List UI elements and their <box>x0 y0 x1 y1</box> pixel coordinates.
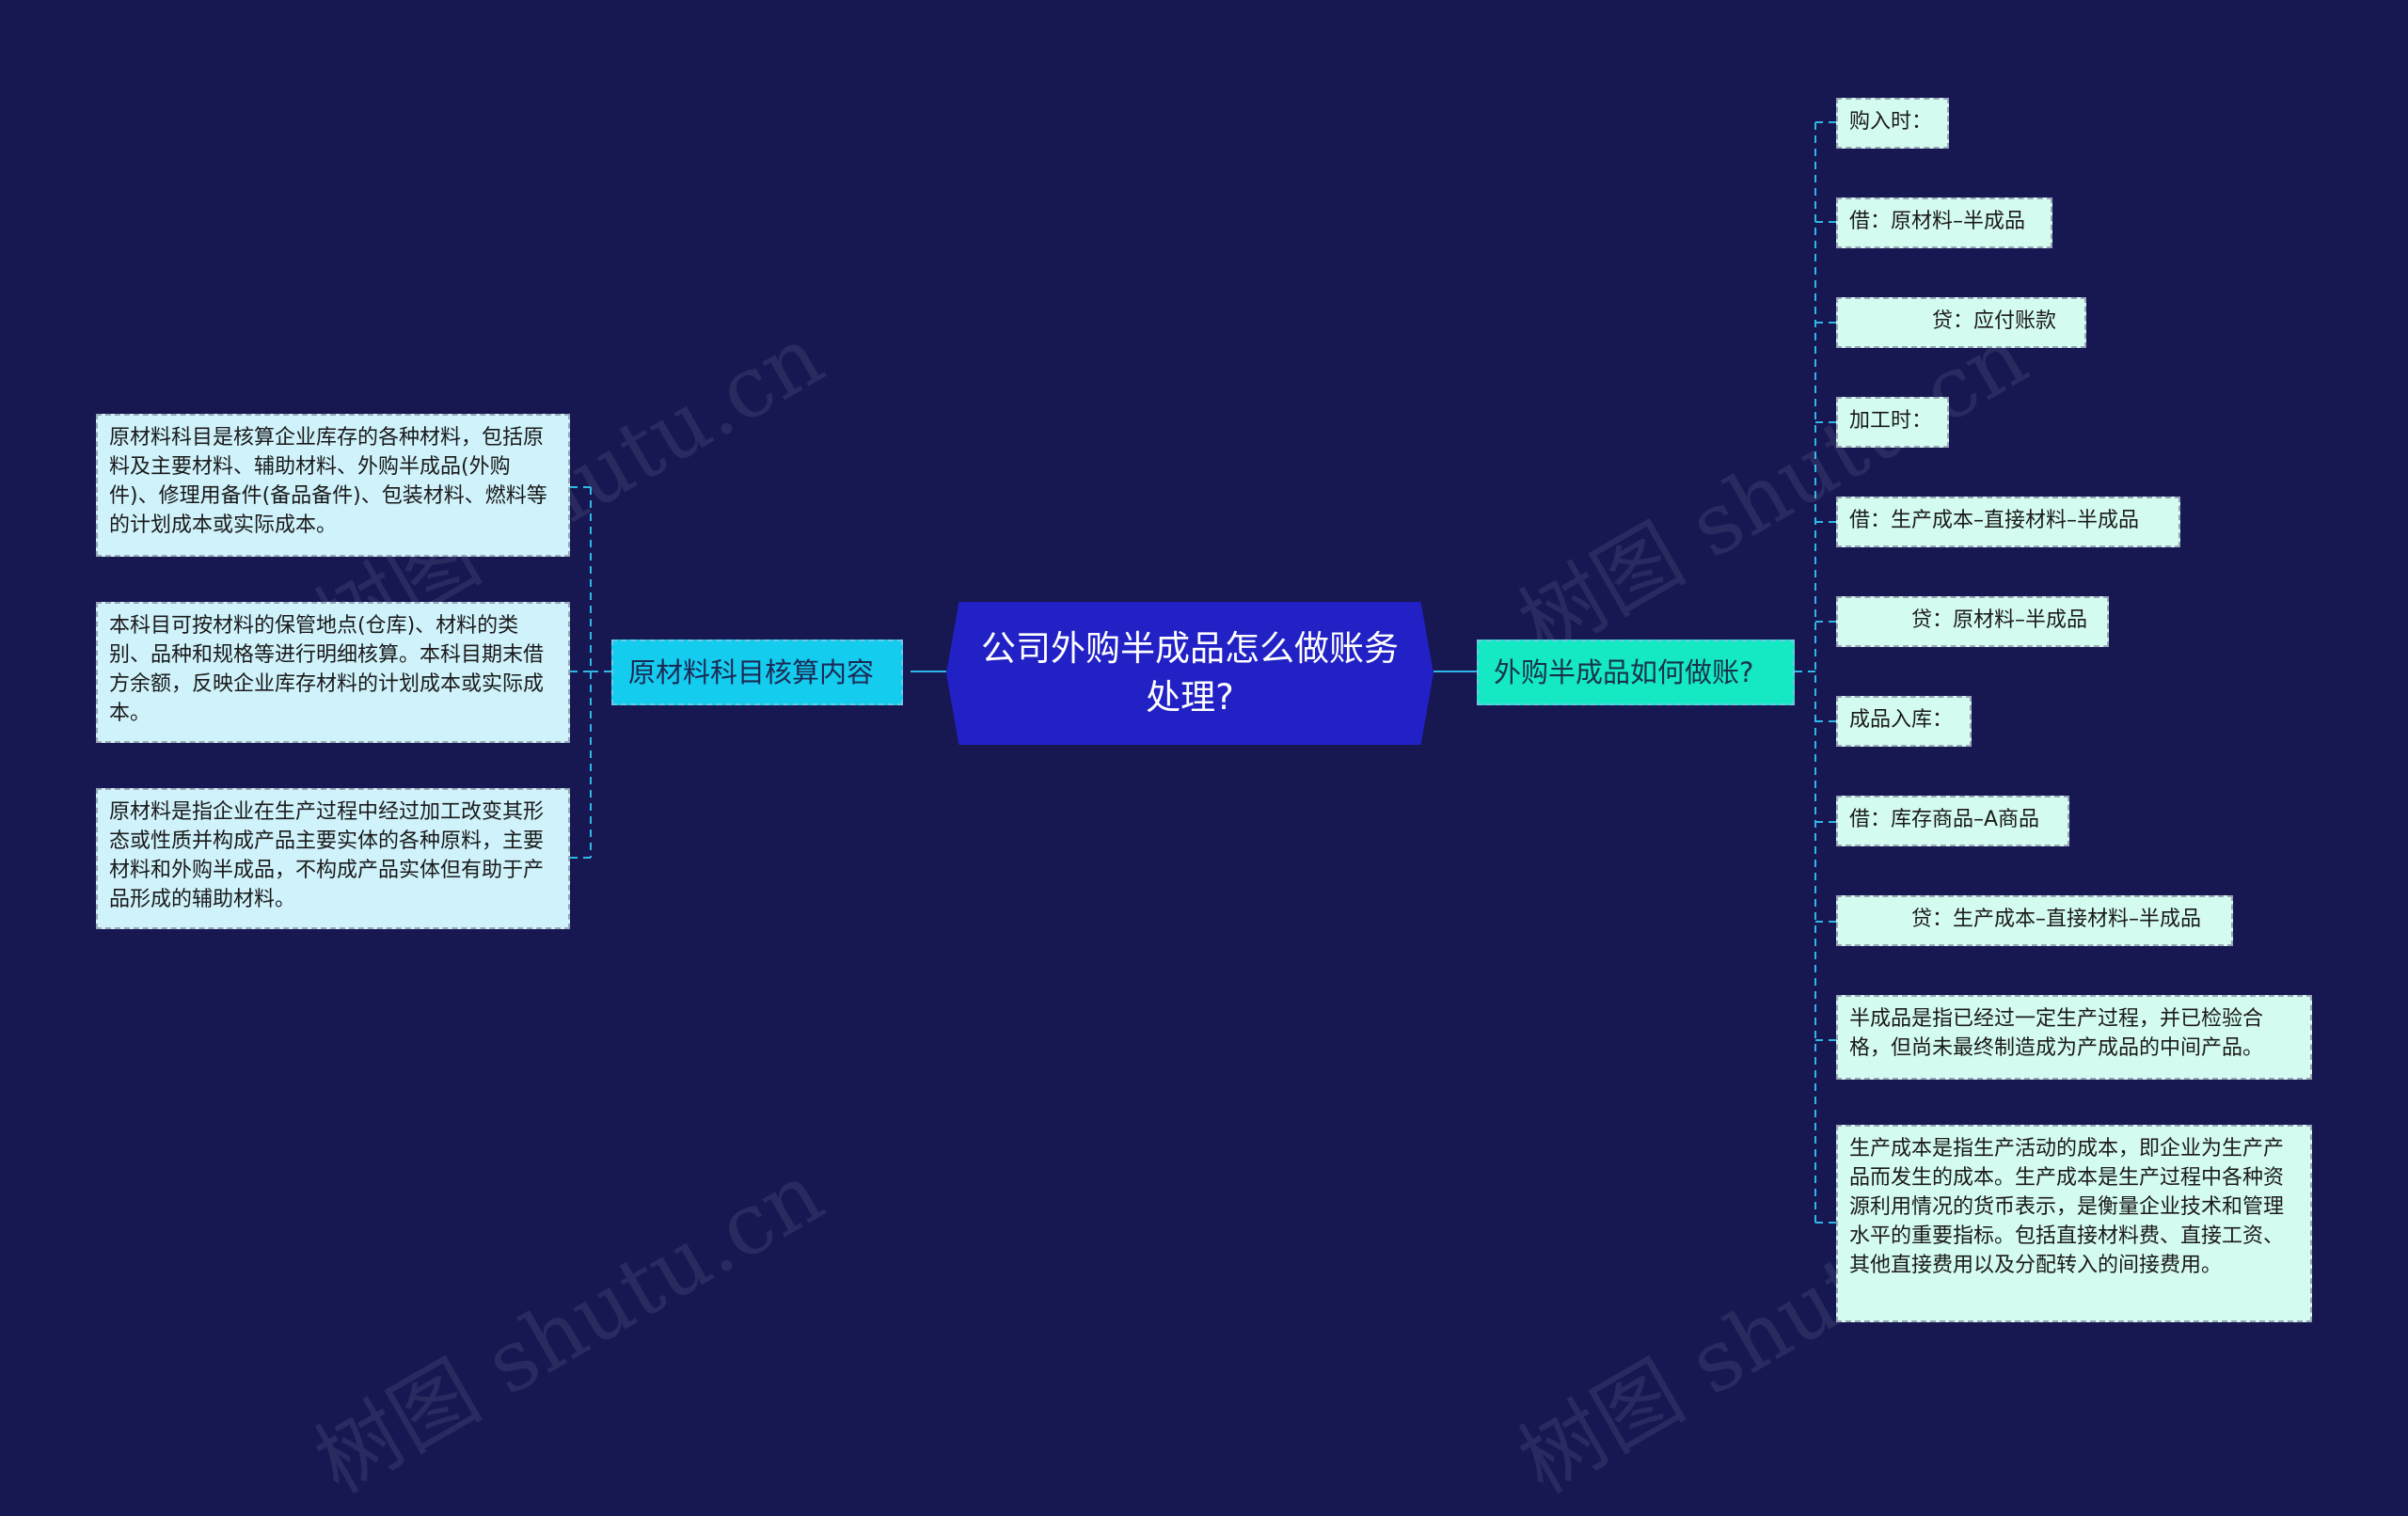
right-leaf-8[interactable]: 借：库存商品–A商品 <box>1836 796 2069 846</box>
branch-right-topic[interactable]: 外购半成品如何做账? <box>1477 640 1795 705</box>
right-leaf-9[interactable]: 贷：生产成本–直接材料–半成品 <box>1836 895 2233 946</box>
right-leaf-7[interactable]: 成品入库： <box>1836 696 1972 747</box>
right-leaf-3[interactable]: 贷：应付账款 <box>1836 297 2086 348</box>
root-topic-label: 公司外购半成品怎么做账务处理? <box>981 628 1399 718</box>
root-topic[interactable]: 公司外购半成品怎么做账务处理? <box>946 602 1434 745</box>
right-leaf-1[interactable]: 购入时： <box>1836 98 1949 149</box>
right-leaf-5[interactable]: 借：生产成本–直接材料–半成品 <box>1836 497 2180 547</box>
right-leaf-11[interactable]: 生产成本是指生产活动的成本，即企业为生产产品而发生的成本。生产成本是生产过程中各… <box>1836 1125 2312 1322</box>
branch-left-topic[interactable]: 原材料科目核算内容 <box>611 640 903 705</box>
right-leaf-6[interactable]: 贷：原材料–半成品 <box>1836 596 2109 647</box>
left-leaf-2[interactable]: 本科目可按材料的保管地点(仓库)、材料的类别、品种和规格等进行明细核算。本科目期… <box>96 602 570 743</box>
right-leaf-10[interactable]: 半成品是指已经过一定生产过程，并已检验合格，但尚未最终制造成为产成品的中间产品。 <box>1836 995 2312 1080</box>
right-leaf-2[interactable]: 借：原材料–半成品 <box>1836 197 2052 248</box>
right-leaf-4[interactable]: 加工时： <box>1836 397 1949 448</box>
connector-lines <box>570 121 1836 1224</box>
left-leaf-1[interactable]: 原材料科目是核算企业库存的各种材料，包括原料及主要材料、辅助材料、外购半成品(外… <box>96 414 570 557</box>
left-leaf-3[interactable]: 原材料是指企业在生产过程中经过加工改变其形态或性质并构成产品主要实体的各种原料，… <box>96 788 570 929</box>
